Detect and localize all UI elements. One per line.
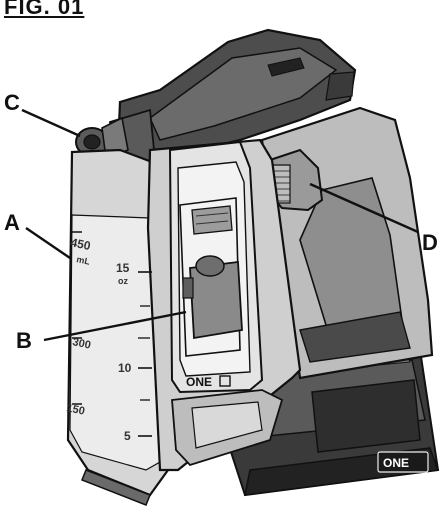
battery-logo-badge [377,451,429,473]
window-logo-text: ONE [186,375,212,389]
nozzle [75,116,129,160]
ml-mid-value: 300 [71,336,91,352]
leader-lines [21,108,419,342]
ml-low-value: 150 [65,402,85,418]
ml-top-value: 450 [69,235,92,253]
tank [66,148,170,506]
battery-logo-text: ONE [383,456,409,470]
oz-low-value: 5 [124,429,131,443]
window-logo-mark [219,375,231,387]
ml-scale: 450 mL 300 150 [65,231,92,418]
callout-labels: C A B D [4,90,438,353]
leader-c [21,108,81,138]
callout-c: C [4,90,20,115]
oz-mid-value: 10 [118,361,132,375]
oz-top-value: 15 [116,261,130,275]
leader-d [309,182,419,234]
oz-top-unit: oz [118,276,128,286]
leader-b [43,310,187,342]
pickup-filter [179,197,243,357]
figure-header: FIG. 01 [4,0,85,19]
oz-scale: 15 oz 10 5 [116,261,152,443]
callout-b: B [16,328,32,353]
callout-d: D [422,230,438,255]
ml-top-unit: mL [76,254,92,267]
callout-a: A [4,210,20,235]
leader-a [25,227,71,259]
